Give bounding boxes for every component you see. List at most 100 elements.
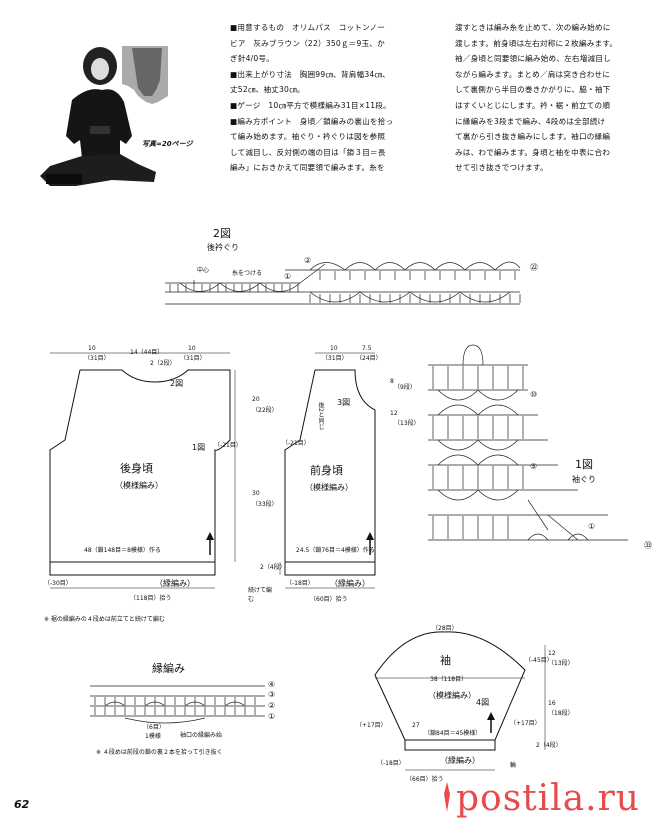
sleeve-inc-right: （+17目） <box>510 720 541 727</box>
photo-caption: 写真≈20ページ <box>142 140 193 148</box>
text-line: はすくいとじにします。衿・裾・前立ての順 <box>455 100 611 110</box>
front-border-dec: （-18目） <box>286 580 314 587</box>
diagram1-row-5: ⑤ <box>530 462 538 471</box>
sleeve-title: 袖 <box>440 654 451 667</box>
edging-row-3: ③ <box>268 690 276 699</box>
edging-title: 縁編み <box>152 662 185 675</box>
text-line: ながら編みます。まとめ／肩は突き合わせに <box>455 69 611 79</box>
back-top-left-sts: （31目） <box>84 355 110 362</box>
sleeve-len: 16 <box>548 700 556 707</box>
sleeve-fig4-ref: 4図 <box>476 698 490 707</box>
hem-note: ※ 裾の縁編みの４段めは前立てと続けて編む <box>44 616 165 623</box>
back-schematic <box>49 352 236 589</box>
sleeve-schematic <box>374 631 546 771</box>
text-line: して減目し、反対側の端の目は「鎖３目＝長 <box>230 147 386 157</box>
sleeve-top: （28目） <box>432 625 458 632</box>
back-body-title: 後身頃 <box>120 462 153 475</box>
front-continue: 続けて編む <box>248 587 273 603</box>
text-line: て裏から引き抜き編みにします。袖口の縁編 <box>455 132 611 142</box>
back-top-right: 10 <box>188 345 196 352</box>
diagram2-center-label: 中心 <box>197 267 210 274</box>
diagram1-row-1: ① <box>588 522 596 531</box>
watermark-text: postila.ru <box>456 778 640 819</box>
back-top-mid: 14（44目） <box>130 349 164 356</box>
diagram2-attach-label: 糸をつける <box>232 270 263 277</box>
edging-row-1: ① <box>268 712 276 721</box>
back-len-bot: 30 <box>252 490 260 497</box>
back-top-right-sts: （31目） <box>180 355 206 362</box>
sleeve-dec: （-45目） <box>525 657 553 664</box>
front-top-right-sts: （24目） <box>356 355 382 362</box>
front-foundation: 24.5（鎖76目＝4模様）作る <box>296 547 375 554</box>
back-body-subtitle: （模様編み） <box>115 481 163 490</box>
watermark-logo: postila.ru <box>440 778 640 819</box>
sleeve-inc-left: （+17目） <box>356 722 387 729</box>
front-neck2: 12 <box>390 410 398 417</box>
edging-start: 袖口の縁編み始 <box>180 732 223 739</box>
front-armhole-dec: （-21目） <box>282 440 310 447</box>
diagram2-chart <box>165 261 521 305</box>
text-line: て編み始めます。袖ぐり・衿ぐりは図を参照 <box>230 132 386 142</box>
text-line: ■ゲージ 10㎝平方で模様編み31目×11段。 <box>230 100 391 110</box>
sleeve-cap-rows: （13段） <box>548 660 574 667</box>
text-line: せて引き抜きでつけます。 <box>455 163 548 173</box>
text-line: に縁編みを3段まで編み、4段めは全部続け <box>455 116 606 126</box>
back-border-sts: （118目）拾う <box>130 595 172 602</box>
back-border: （縁編み） <box>155 579 195 588</box>
sleeve-cuff-rows: 2（4段） <box>536 742 562 749</box>
front-body-subtitle: （模様編み） <box>305 483 353 492</box>
sleeve-ring-label: 輪 <box>510 762 517 769</box>
text-line: 丈52㎝、袖丈30㎝。 <box>230 85 305 95</box>
back-top-left: 10 <box>88 345 96 352</box>
diagram1-subtitle: 袖ぐり <box>572 475 596 484</box>
front-top-right: 7.5 <box>362 345 372 352</box>
sleeve-foundation: （鎖84目＝45模様） <box>424 730 482 737</box>
text-line: ■編み方ポイント 身頃／鎖編みの裏山を拾っ <box>230 116 394 126</box>
front-border-sts: （60目）拾う <box>310 596 348 603</box>
text-line: して裏側から半目の巻きかがりに、脇・袖下 <box>455 85 611 95</box>
back-foundation: 48（鎖148目＝8模様）作る <box>84 547 161 554</box>
back-neck-rows: 2（2段） <box>150 360 176 367</box>
back-fig1-ref: 1図 <box>192 443 206 452</box>
front-top-left-sts: （31目） <box>322 355 348 362</box>
front-schematic <box>279 352 376 589</box>
diagram1-row-33: ㉝ <box>644 541 652 550</box>
text-line: ビア 灰みブラウン（22）350ｇ＝9玉、か <box>230 38 385 48</box>
front-fig3-ref: 3図 <box>337 398 351 407</box>
diagram2-row-22: ㉒ <box>530 263 538 272</box>
diagram2-title: 2図 <box>213 227 231 240</box>
sleeve-len-rows: （18段） <box>548 710 574 717</box>
sleeve-cuff: 27 <box>412 722 420 729</box>
sleeve-subtitle: （模様編み） <box>428 691 476 700</box>
sleeve-width: 38（118目） <box>430 676 468 683</box>
pin-icon <box>444 782 450 812</box>
diagram1-row-10: ⑩ <box>530 390 538 399</box>
edging-row-2: ② <box>268 701 276 710</box>
edging-row-4: ④ <box>268 680 276 689</box>
model-photo-image <box>40 46 168 186</box>
diagram2-subtitle: 後衿ぐり <box>207 243 239 252</box>
back-len-top: 20 <box>252 396 260 403</box>
text-line: 編み」におきかえて同要領で編みます。糸を <box>230 163 385 173</box>
sleeve-border-sts: （66目）拾う <box>406 776 444 783</box>
text-column-left: ■用意するもの オリムパス コットンノー ビア 灰みブラウン（22）350ｇ＝9… <box>230 20 455 176</box>
front-neck-rows: （9段） <box>394 384 416 391</box>
text-line: 渡すときは編み糸を止めて、次の編み始めに <box>455 23 611 32</box>
back-armhole-dec: （-21目） <box>214 442 242 449</box>
text-line: ■用意するもの オリムパス コットンノー <box>230 23 386 32</box>
diagram1-chart <box>428 344 628 541</box>
sleeve-cap: 12 <box>548 650 556 657</box>
front-border: （縁編み） <box>330 579 370 588</box>
edging-repeat-2: 1模様 <box>145 733 161 740</box>
sleeve-border-dec: （-18目） <box>377 760 405 767</box>
front-neck2-rows: （13段） <box>394 420 420 427</box>
diagram1-title: 1図 <box>575 458 593 471</box>
text-line: 袖／身頃と同要領に編み始め、左右増減目し <box>455 54 611 64</box>
text-line: みは、わで編みます。身頃と袖を中表に合わ <box>455 147 611 157</box>
diagram2-row-2: ② <box>304 256 312 265</box>
back-len-top-rows: （22段） <box>252 407 278 414</box>
back-border-dec: （-30目） <box>44 580 72 587</box>
sleeve-border: （縁編み） <box>440 756 480 765</box>
text-line: ぎ針4/0号。 <box>230 54 274 64</box>
front-body-title: 前身頃 <box>310 464 343 477</box>
